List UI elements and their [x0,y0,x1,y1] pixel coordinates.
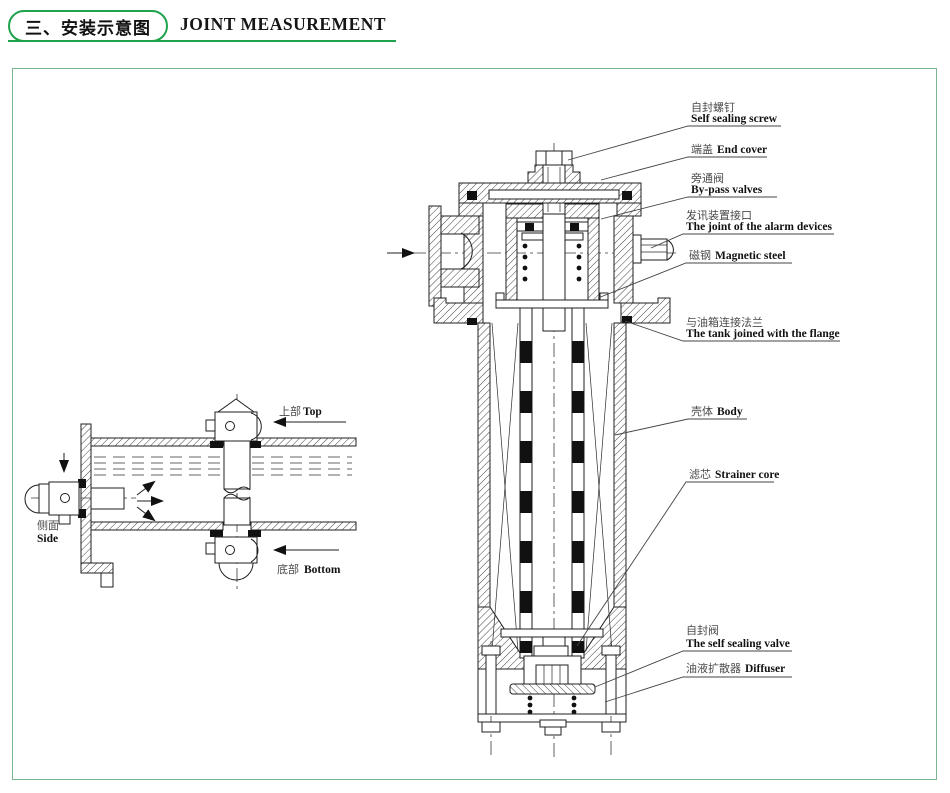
svg-text:壳体: 壳体 [691,404,713,418]
callout-alarm-joint: 发讯装置接口 The joint of the alarm devices [650,208,834,249]
tank-label-side-zh: 侧面 [37,519,59,532]
tank-label-bottom-en: Bottom [304,564,341,576]
svg-text:Self sealing screw: Self sealing screw [691,113,778,125]
callout-self-sealing-screw: 自封螺钉 Self sealing screw [567,100,781,161]
callout-self-sealing-valve: 自封阀 The self sealing valve [594,623,792,688]
callout-magnetic-steel: 磁钢 Magnetic steel [597,249,792,299]
strainer-core [491,292,613,659]
svg-text:油液扩散器: 油液扩散器 [686,661,741,675]
svg-text:与油箱连接法兰: 与油箱连接法兰 [686,315,763,329]
svg-text:Body: Body [717,406,743,418]
tank-top-band [250,437,357,447]
diffuser-plate [509,683,596,695]
svg-text:By-pass valves: By-pass valves [691,184,763,196]
base-assembly [477,641,627,756]
svg-text:自封螺钉: 自封螺钉 [691,100,735,114]
tank-left-wall [80,423,92,572]
callout-tank-flange: 与油箱连接法兰 The tank joined with the flange [624,315,840,342]
flow-arrows [136,480,164,522]
tank-label-top-zh: 上部 [279,404,301,418]
svg-text:The self sealing valve: The self sealing valve [686,638,790,650]
svg-text:滤芯: 滤芯 [689,467,711,481]
section-title-zh: 三、安装示意图 [25,18,151,38]
tank-bottom-band [250,521,357,531]
section-title-en: JOINT MEASUREMENT [180,14,387,34]
tank-schematic: 上部 Top 侧面 Side 底部 Bottom [24,394,357,589]
mounting-flange [433,297,671,325]
tank-top-band [90,437,224,447]
self-sealing-valve [523,636,582,685]
center-tube [542,213,566,332]
svg-text:磁钢: 磁钢 [689,249,711,262]
section-badge: 三、安装示意图 [8,10,168,42]
drawing-panel: 上部 Top 侧面 Side 底部 Bottom [12,68,937,780]
svg-text:The joint of the alarm devices: The joint of the alarm devices [686,221,832,233]
bottom-mounted-filter [205,493,261,589]
callout-diffuser: 油液扩散器 Diffuser [604,661,792,703]
tank-foot-lip [100,572,114,588]
svg-text:发讯装置接口: 发讯装置接口 [686,208,752,222]
svg-text:旁通阀: 旁通阀 [691,171,724,185]
tank-bottom-band [90,521,224,531]
callout-by-pass-valves: 旁通阀 By-pass valves [600,171,777,220]
svg-text:Strainer core: Strainer core [715,469,779,481]
top-mounted-filter [205,394,262,506]
tank-foot [80,562,114,574]
valve-spring-dots [527,695,577,715]
callout-end-cover: 端盖 End cover [600,142,767,181]
svg-text:自封阀: 自封阀 [686,623,719,637]
header-underline [8,40,396,42]
callout-strainer-core: 滤芯 Strainer core [576,467,779,647]
svg-text:端盖: 端盖 [691,142,713,156]
callout-labels: 自封螺钉 Self sealing screw 端盖 End cover 旁通阀… [567,100,840,703]
callout-body: 壳体 Body [614,404,747,436]
tank-label-bottom-zh: 底部 [277,562,299,576]
svg-text:The tank joined with the flang: The tank joined with the flange [686,328,840,340]
page-header: 三、安装示意图 JOINT MEASUREMENT [0,0,950,60]
oil-level-lines [94,456,352,476]
svg-text:Magnetic steel: Magnetic steel [715,250,786,262]
svg-text:Diffuser: Diffuser [745,663,785,675]
alarm-device-joint [632,234,674,264]
side-mounted-filter [24,453,136,525]
bypass-spring-dots [522,243,582,282]
tank-label-side-en: Side [37,533,58,545]
svg-text:End cover: End cover [717,144,767,156]
tank-label-top-en: Top [303,406,322,418]
installation-schematic: 上部 Top 侧面 Side 底部 Bottom [24,100,840,759]
filter-cross-section [387,143,677,759]
end-cover [458,182,642,217]
